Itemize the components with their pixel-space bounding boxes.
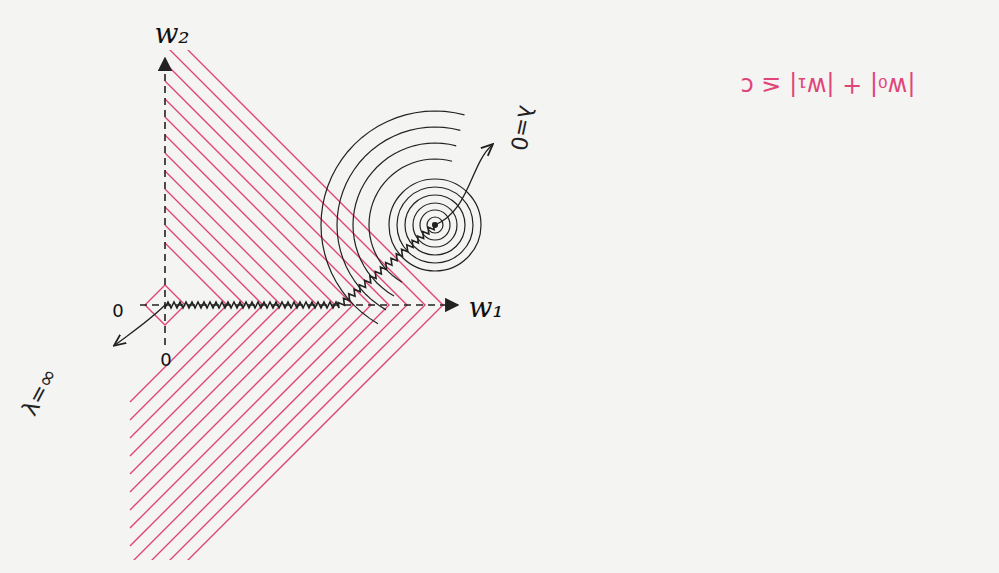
- lambda-label: λ=∞: [19, 365, 62, 419]
- loss-contour-arc: [321, 111, 465, 324]
- optimum-dot: [432, 222, 438, 228]
- l1-contour: [130, 117, 353, 528]
- loss-contour: [413, 203, 457, 247]
- axis-label: w₁: [468, 294, 503, 322]
- origin-label: 0: [160, 351, 171, 369]
- l1-contour: [130, 63, 407, 560]
- loss-contours: [321, 111, 481, 324]
- loss-contour: [420, 210, 450, 240]
- l1-contour: [130, 207, 263, 438]
- constraint-note: |w₀| + |w₁| ≤ c: [741, 74, 916, 98]
- loss-contour: [405, 195, 465, 255]
- loss-contour-arc: [369, 159, 452, 282]
- axis-label: w₂: [154, 20, 189, 48]
- l1-contour: [130, 225, 245, 420]
- origin-label: 0: [112, 302, 123, 320]
- solution-path: [165, 223, 434, 308]
- loss-contour-arc: [337, 127, 460, 310]
- l1-contour: [130, 171, 299, 474]
- loss-contour-arc: [353, 143, 456, 296]
- lambda-zero-leader: [435, 145, 492, 225]
- l1-contour: [130, 135, 335, 510]
- w2-axis: [164, 58, 166, 345]
- lambda-label: λ=0: [507, 103, 538, 152]
